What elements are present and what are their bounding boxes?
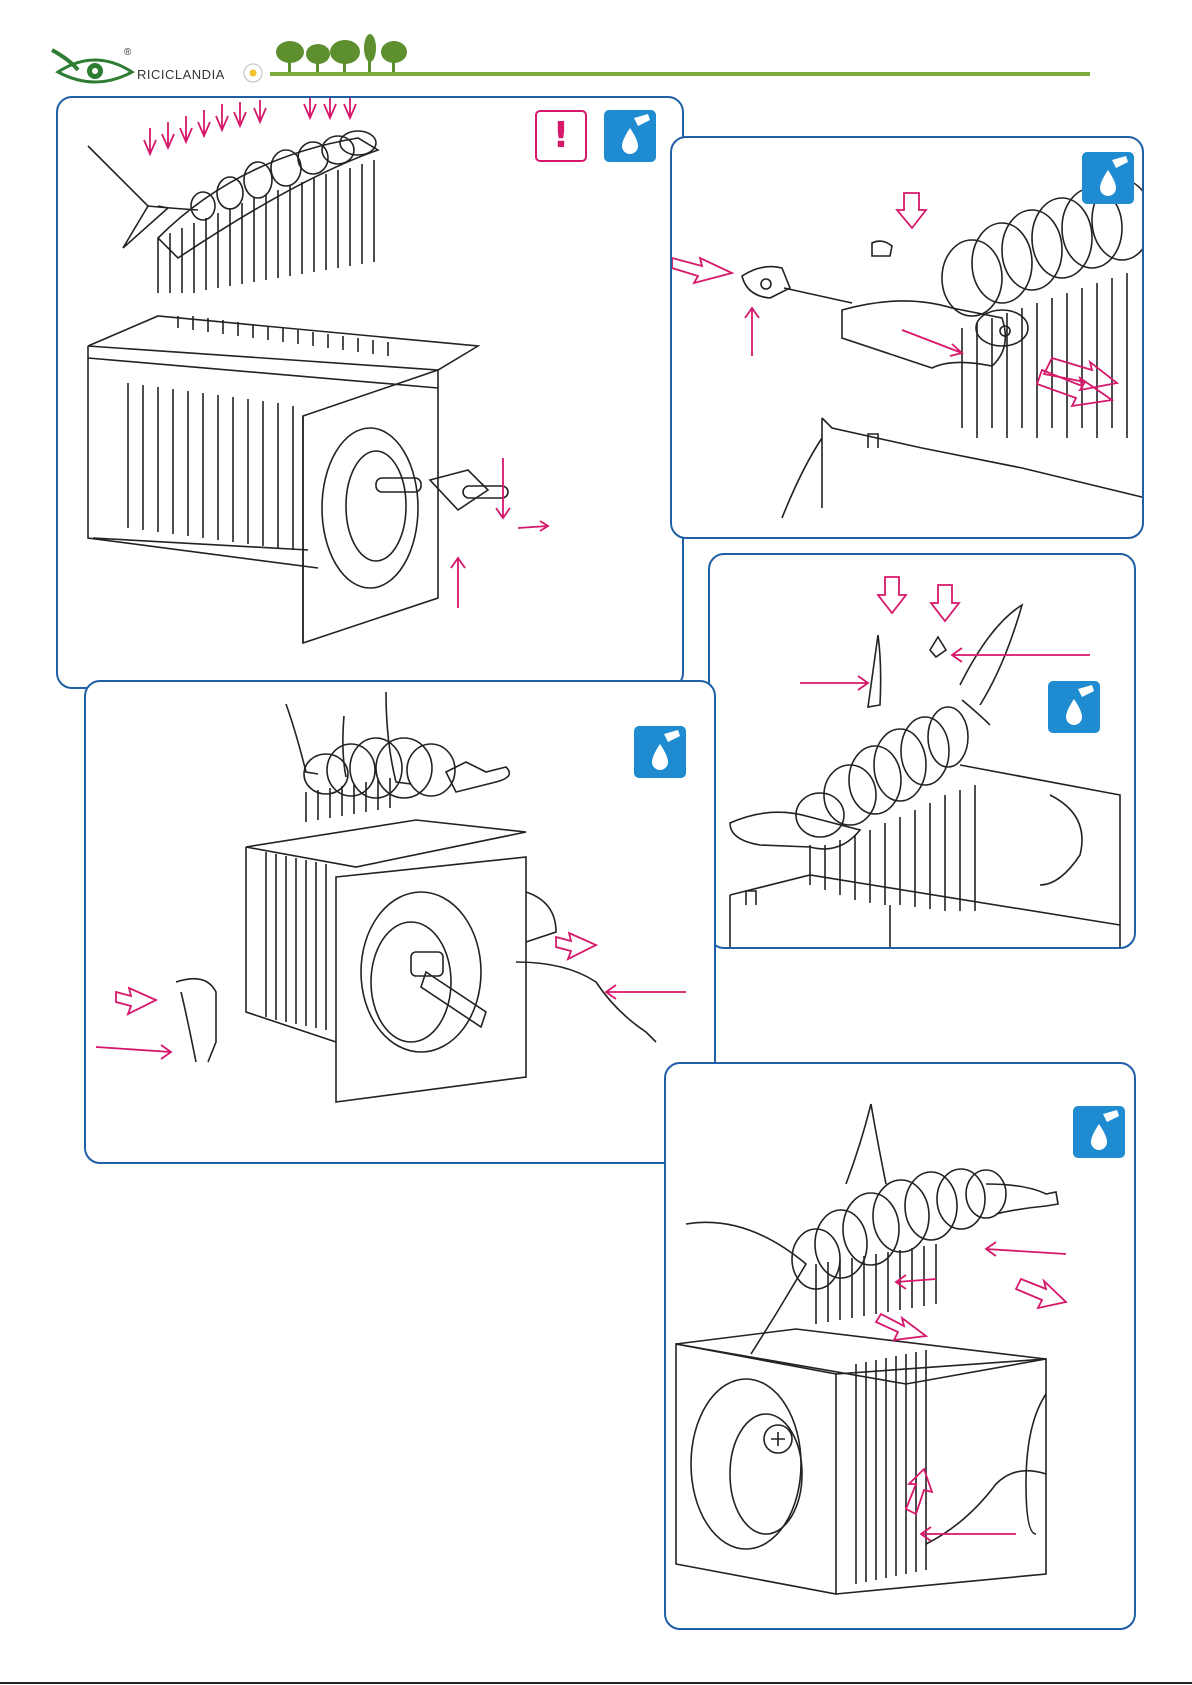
body-ribs [796, 707, 968, 837]
step-4-panel [84, 680, 716, 1164]
body-ribs [158, 131, 378, 293]
crank-disc [361, 892, 481, 1052]
glue-drop-icon [1073, 1106, 1125, 1158]
body-ribs [304, 738, 455, 798]
step-4-arrows [96, 933, 686, 1059]
head-arm [986, 1184, 1058, 1214]
header-rule [270, 72, 1090, 76]
shark-body-assembly [88, 131, 378, 293]
step-4-illustration [86, 682, 716, 1164]
step-3-illustration [710, 555, 1136, 949]
frame-box [676, 1244, 1046, 1594]
side-wave-piece-right [516, 962, 656, 1042]
step-1-illustration [58, 98, 684, 689]
glue-drop-icon [1048, 681, 1100, 733]
glue-drop-icon [634, 726, 686, 778]
step-3-arrows [800, 577, 1090, 690]
glue-drop-icon [604, 110, 656, 162]
trees-icon [276, 34, 407, 72]
tail-base-plate [842, 301, 1005, 368]
frame-box [246, 778, 526, 1102]
small-fin-piece [930, 637, 946, 657]
pivot-cap-left [742, 267, 790, 298]
registered-mark: ® [124, 47, 131, 58]
step-1-arrows [144, 98, 548, 608]
step-1-panel: ! [56, 96, 684, 689]
tail-fin [686, 1222, 806, 1354]
tail-base-plate [446, 762, 509, 792]
handle-arm [421, 972, 486, 1027]
daisy-icon [244, 64, 262, 82]
side-cam [526, 892, 556, 942]
axle [376, 478, 421, 492]
step-5-illustration [666, 1064, 1136, 1630]
side-wave-piece-left [176, 979, 216, 1062]
step-2-arrows [672, 193, 1117, 406]
frame-box [88, 316, 508, 643]
body-ribs [792, 1169, 1006, 1289]
step-2-panel [670, 136, 1144, 539]
pin-cap-top [872, 241, 892, 256]
dorsal-fin [871, 1104, 886, 1184]
step-5-arrows [876, 1242, 1066, 1541]
step-3-panel [708, 553, 1136, 949]
body-ribs [942, 180, 1144, 438]
exclamation-icon: ! [535, 110, 587, 162]
footer-rule [0, 1682, 1192, 1684]
step-5-panel [664, 1062, 1136, 1630]
brand-name: RICICLANDIA [137, 67, 225, 82]
step-2-illustration [672, 138, 1144, 539]
glue-drop-icon [1082, 152, 1134, 204]
eye-logo-icon [52, 50, 132, 82]
dorsal-fin-piece [868, 635, 881, 707]
